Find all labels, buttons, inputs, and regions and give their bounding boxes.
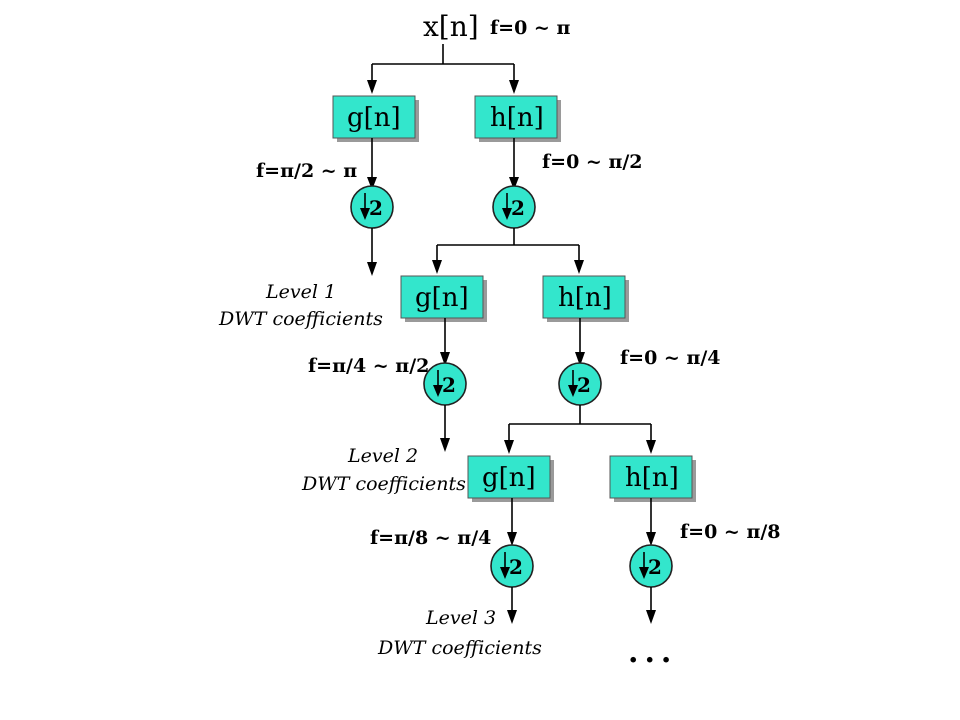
input-frequency-label: f=0 ~ π [490, 17, 570, 39]
arrow-to-stage2-lowpass [574, 245, 584, 274]
stage3-lowpass-frequency: f=0 ~ π/8 [680, 521, 781, 543]
stage3-highpass-frequency: f=π/8 ~ π/4 [370, 527, 491, 549]
stage2-lowpass-downsample-factor: 2 [577, 373, 591, 397]
continuation-ellipsis: ... [628, 635, 677, 670]
stage3-lowpass-downsample-factor: 2 [648, 555, 662, 579]
level1-subtitle: DWT coefficients [218, 308, 383, 330]
arrow-level3-output [507, 587, 517, 624]
arrow-stage3-low-to-down [646, 498, 656, 546]
stage2-highpass-downsample-factor: 2 [442, 373, 456, 397]
stage2-lowpass-downsampler: 2 [558, 362, 602, 406]
arrow-stage2-high-to-down [440, 318, 450, 366]
stage1-highpass-frequency: f=π/2 ~ π [256, 160, 357, 182]
level2-title: Level 2 [347, 445, 418, 467]
arrow-level2-output [440, 405, 450, 452]
arrow-continuation [646, 587, 656, 624]
stage3-highpass-downsampler: 2 [490, 544, 534, 588]
arrow-stage1-low-to-down [509, 138, 519, 190]
arrow-level1-output [367, 228, 377, 276]
stage3-lowpass-label: h[n] [625, 463, 679, 493]
level2-subtitle: DWT coefficients [301, 473, 466, 495]
level3-title: Level 3 [425, 607, 496, 629]
level1-title: Level 1 [265, 281, 336, 303]
arrow-to-stage2-highpass [432, 245, 442, 274]
stage2-lowpass-label: h[n] [558, 283, 612, 313]
stage1-lowpass-downsampler: 2 [492, 185, 536, 229]
stage3-highpass-filter: g[n] [467, 455, 554, 502]
stage2-lowpass-filter: h[n] [542, 275, 629, 322]
arrow-to-stage3-highpass [504, 424, 514, 454]
stage1-lowpass-frequency: f=0 ~ π/2 [542, 151, 643, 173]
stage1-highpass-downsample-factor: 2 [369, 196, 383, 220]
stage2-highpass-downsampler: 2 [423, 362, 467, 406]
stage1-lowpass-label: h[n] [490, 103, 544, 133]
arrow-stage2-low-to-down [575, 318, 585, 366]
stage2-lowpass-frequency: f=0 ~ π/4 [620, 347, 721, 369]
arrow-stage3-high-to-down [507, 498, 517, 546]
stage3-highpass-downsample-factor: 2 [509, 555, 523, 579]
stage1-lowpass-filter: h[n] [474, 95, 561, 142]
stage3-lowpass-downsampler: 2 [629, 544, 673, 588]
arrow-to-stage3-lowpass [646, 424, 656, 454]
stage2-highpass-label: g[n] [415, 283, 469, 313]
arrow-stage1-high-to-down [367, 138, 377, 190]
stage1-lowpass-downsample-factor: 2 [511, 196, 525, 220]
level3-subtitle: DWT coefficients [377, 637, 542, 659]
stage2-highpass-frequency: f=π/4 ~ π/2 [308, 355, 429, 377]
input-signal-label: x[n] [423, 10, 479, 43]
stage2-highpass-filter: g[n] [400, 275, 487, 322]
arrow-to-stage1-lowpass [509, 64, 519, 94]
stage1-highpass-label: g[n] [347, 103, 401, 133]
stage1-highpass-downsampler: 2 [350, 185, 394, 229]
stage3-highpass-label: g[n] [482, 463, 536, 493]
stage3-lowpass-filter: h[n] [609, 455, 696, 502]
arrow-to-stage1-highpass [367, 64, 377, 94]
stage1-highpass-filter: g[n] [332, 95, 419, 142]
